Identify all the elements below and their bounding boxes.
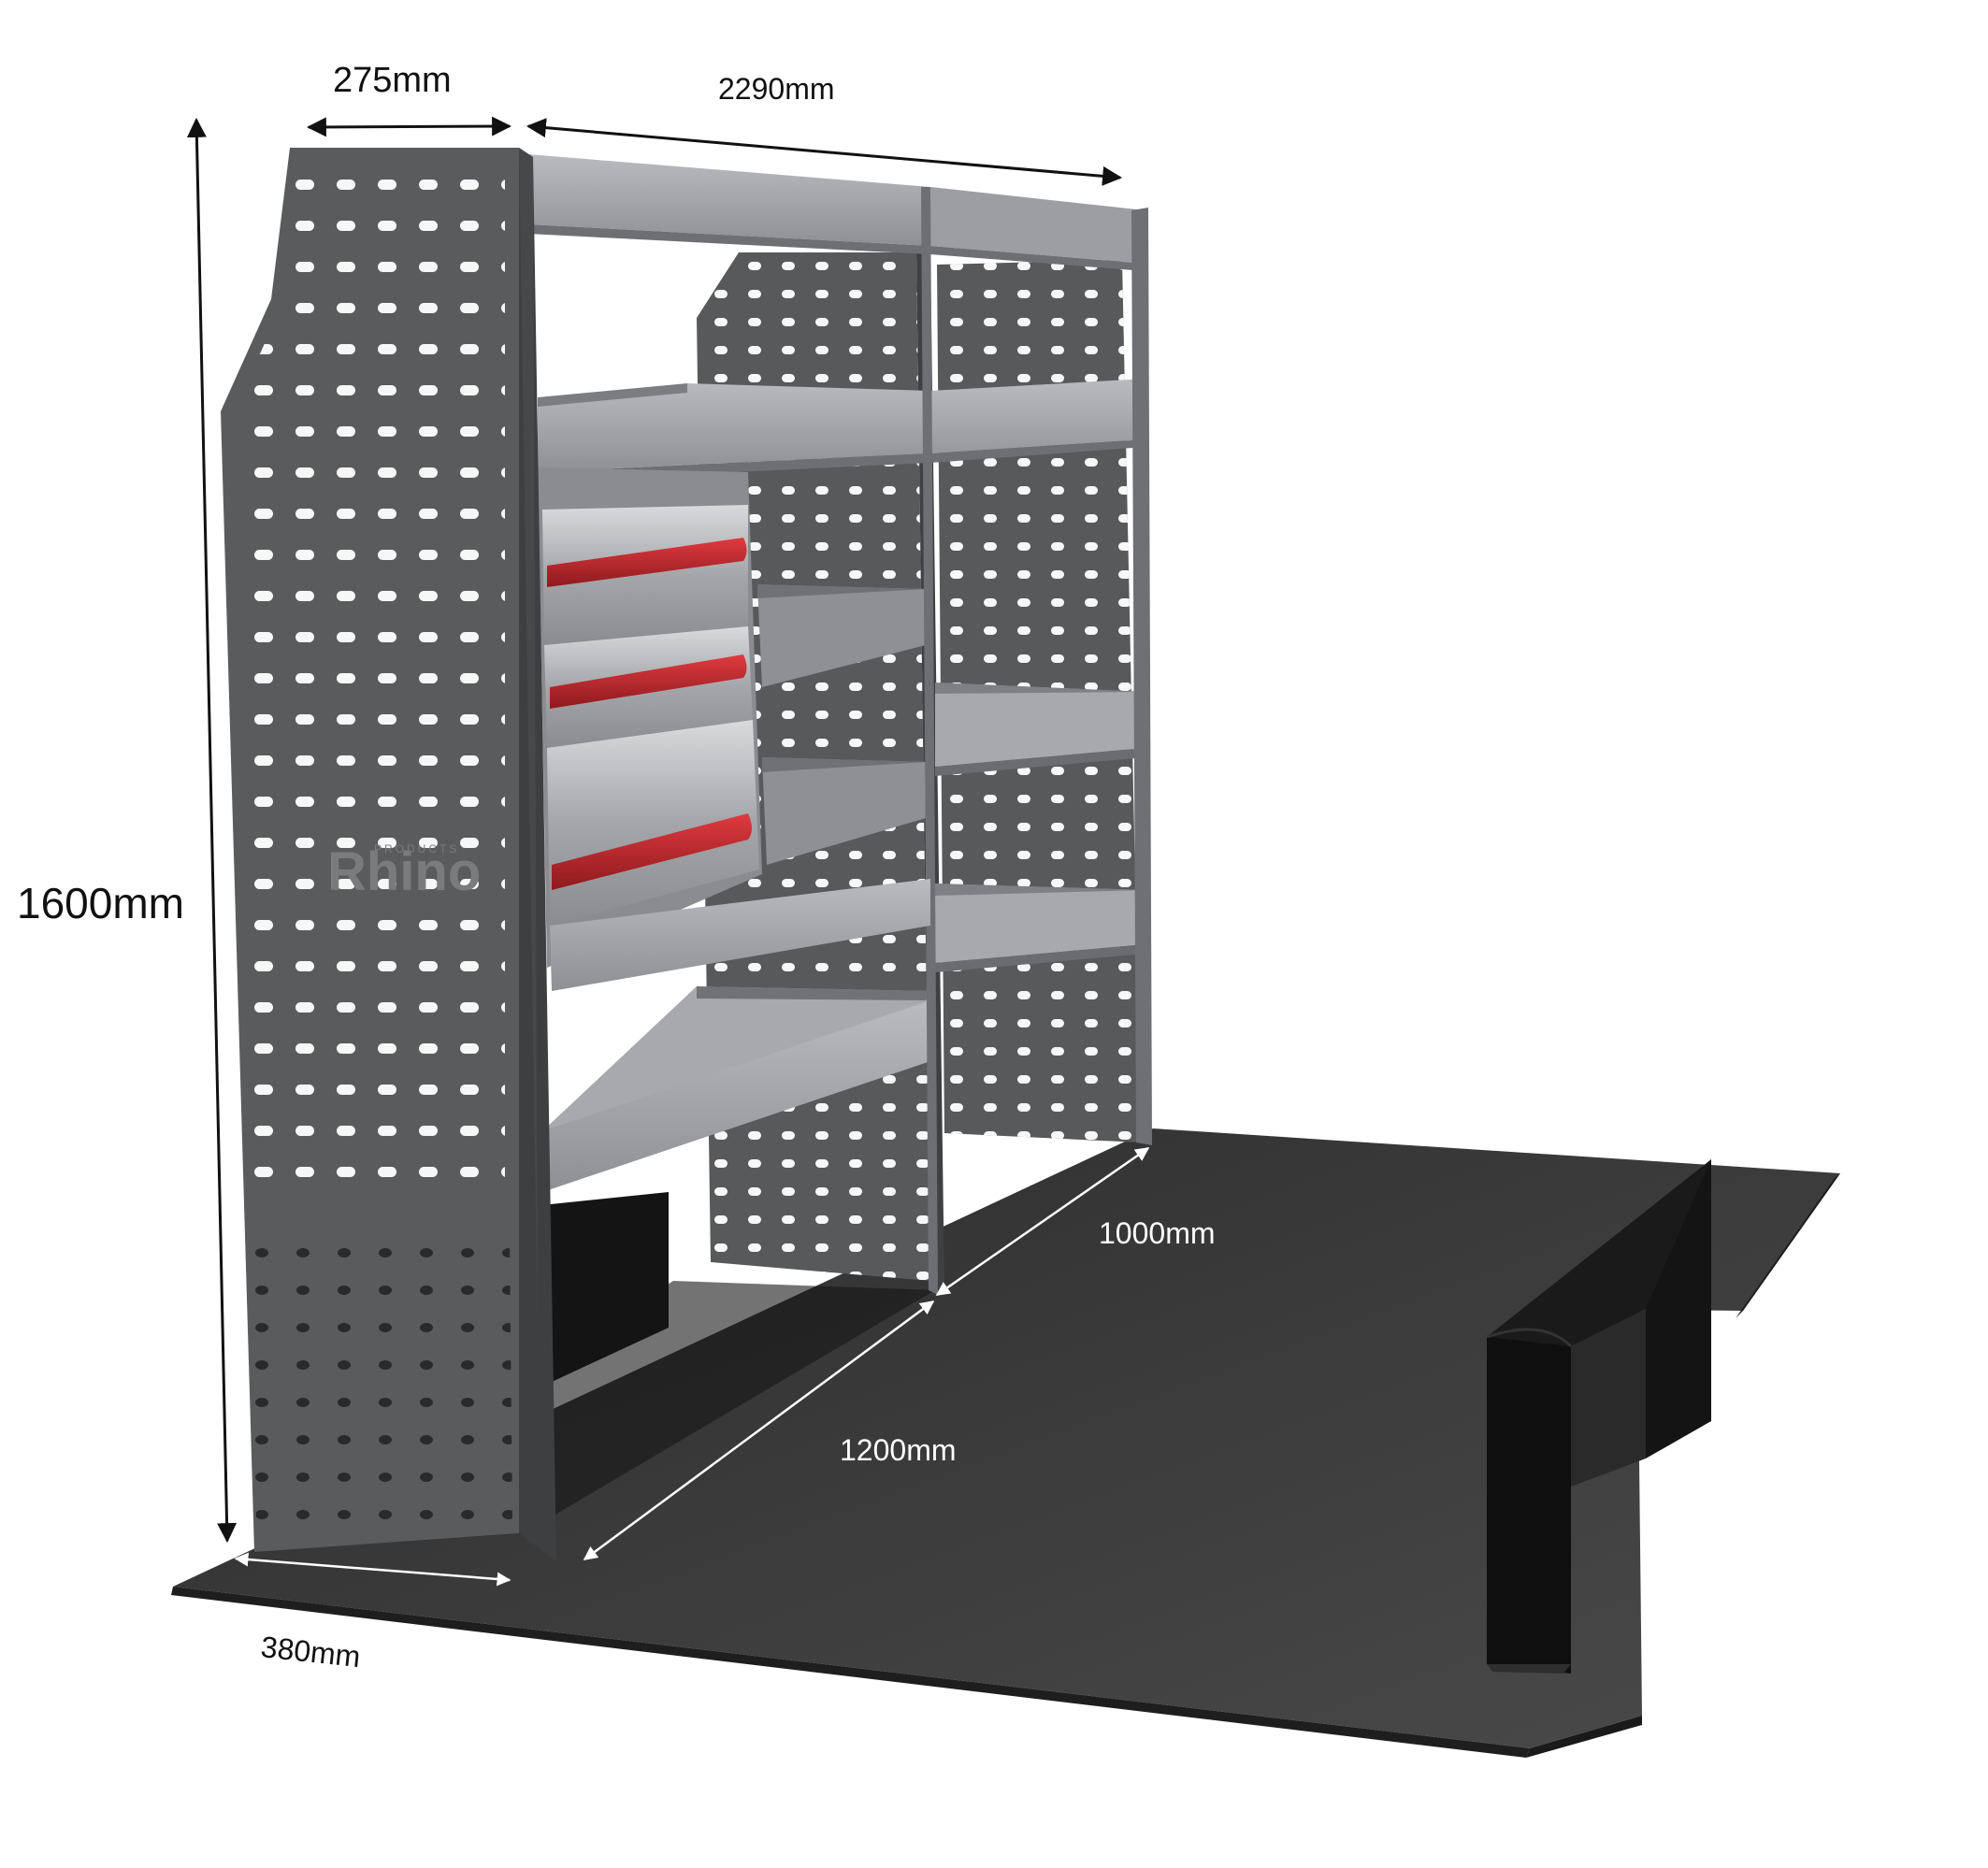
middle-upright: [921, 187, 938, 1295]
label-floor-length-back: 1000mm: [1099, 1216, 1216, 1250]
floor-plate: [171, 1128, 1840, 1758]
drawer-handle-2[interactable]: [550, 654, 747, 709]
label-floor-depth: 380mm: [259, 1630, 362, 1674]
arrow-275: [306, 116, 512, 137]
logo-text: Rhino: [327, 841, 481, 902]
label-width-top: 2290mm: [718, 72, 835, 106]
left-end-panel: [221, 148, 556, 1561]
drawer-handle-3[interactable]: [552, 813, 752, 890]
wheel-arch-liner: [1486, 1159, 1711, 1674]
arrow-1000: [935, 1146, 1150, 1297]
dimension-labels: 275mm 2290mm 1600mm 380mm 1000mm 1200mm: [17, 61, 1216, 1674]
arrow-1600: [186, 117, 238, 1544]
drawer-unit: [538, 467, 930, 991]
logo-sub: PRODUCTS: [374, 842, 459, 855]
label-height: 1600mm: [17, 879, 184, 927]
mid-bay-shelves: [542, 584, 930, 1192]
right-end-upright: [1131, 208, 1152, 1145]
drawer-handle-1[interactable]: [547, 538, 747, 587]
label-floor-length-front: 1200mm: [840, 1433, 957, 1467]
arrow-2290: [526, 118, 1123, 186]
label-depth-top: 275mm: [333, 61, 452, 100]
dimension-arrows: [186, 116, 1150, 1587]
arrow-1200: [583, 1300, 935, 1561]
rhino-logo: Rhino PRODUCTS: [327, 841, 481, 902]
arrow-380: [234, 1552, 511, 1587]
right-bay-shelves: [935, 683, 1145, 972]
drawer-1[interactable]: [542, 505, 748, 645]
